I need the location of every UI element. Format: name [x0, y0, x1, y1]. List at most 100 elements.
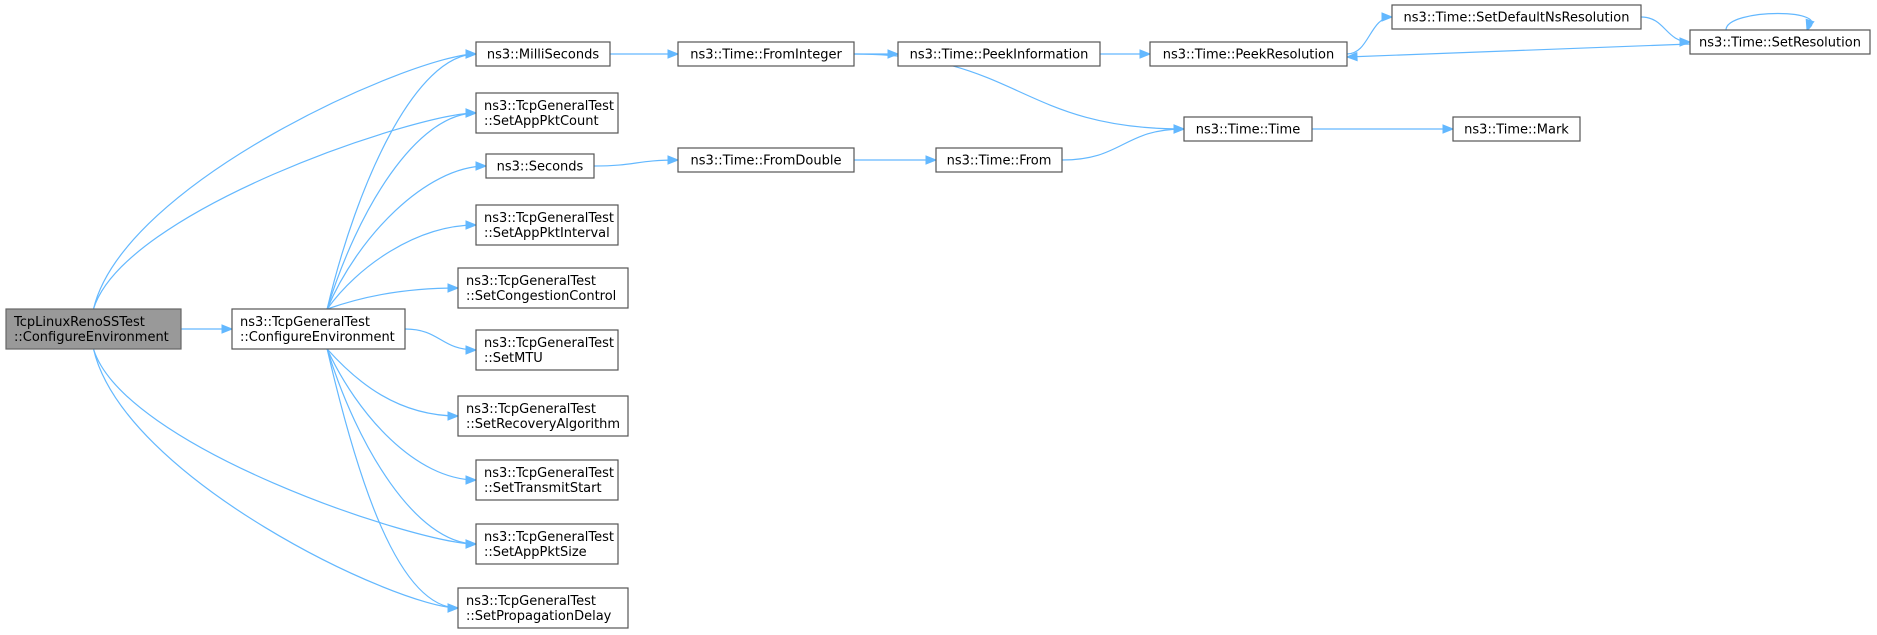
node-box[interactable] [475, 329, 619, 371]
arrowhead [465, 475, 478, 485]
arrowhead [1442, 124, 1455, 134]
node-label: ::SetPropagationDelay [466, 609, 612, 624]
arrowhead [925, 155, 938, 165]
node-mtu[interactable]: ns3::TcpGeneralTest::SetMTU [475, 329, 619, 371]
node-box[interactable] [475, 41, 611, 67]
node-label: ns3::Time::FromInteger [690, 48, 842, 63]
node-label: ::SetRecoveryAlgorithm [466, 417, 620, 432]
node-label: ns3::Time::From [947, 154, 1052, 169]
node-box[interactable] [5, 308, 182, 350]
node-milli[interactable]: ns3::MilliSeconds [475, 41, 611, 67]
edge-line [326, 53, 477, 310]
node-mark[interactable]: ns3::Time::Mark [1452, 116, 1581, 142]
node-label: ::SetAppPktCount [484, 114, 599, 129]
node-pktcount[interactable]: ns3::TcpGeneralTest::SetAppPktCount [475, 92, 619, 134]
node-box[interactable] [897, 41, 1101, 67]
edge-time-to-mark [1312, 124, 1455, 134]
node-label: ::SetAppPktSize [484, 545, 587, 560]
node-box[interactable] [935, 147, 1063, 173]
edge-line [92, 348, 459, 609]
arrowhead [447, 411, 460, 421]
edge-cfg-to-pktsize [326, 348, 478, 549]
node-box[interactable] [1689, 29, 1871, 55]
edge-line [1346, 43, 1691, 58]
node-label: ::ConfigureEnvironment [14, 330, 169, 345]
edge-cfg-to-txstart [326, 348, 478, 485]
node-box[interactable] [475, 204, 619, 246]
edges-layer [92, 12, 1815, 613]
node-peekres[interactable]: ns3::Time::PeekResolution [1149, 41, 1348, 67]
edge-line [1640, 16, 1691, 43]
edge-setres-to-setres [1725, 12, 1815, 32]
edge-line [1061, 128, 1185, 161]
node-box[interactable] [485, 153, 595, 179]
edge-cfg-to-seconds [326, 161, 488, 310]
node-box[interactable] [231, 308, 406, 350]
edge-peekinfo-to-peekres [1100, 49, 1152, 59]
node-label: ::SetMTU [484, 351, 543, 366]
node-box[interactable] [1183, 116, 1313, 142]
arrowhead [1805, 18, 1815, 32]
arrowhead [465, 108, 478, 118]
node-seconds[interactable]: ns3::Seconds [485, 153, 595, 179]
node-pktsize[interactable]: ns3::TcpGeneralTest::SetAppPktSize [475, 523, 619, 565]
edge-cfg-to-pktcount [326, 108, 478, 310]
edge-cfg-to-milli [326, 49, 478, 310]
node-fromint[interactable]: ns3::Time::FromInteger [677, 41, 855, 67]
node-peekinfo[interactable]: ns3::Time::PeekInformation [897, 41, 1101, 67]
node-cfg[interactable]: ns3::TcpGeneralTest::ConfigureEnvironmen… [231, 308, 406, 350]
node-label: ns3::TcpGeneralTest [466, 274, 596, 289]
edge-line [593, 159, 679, 167]
node-box[interactable] [1452, 116, 1581, 142]
node-label: ns3::Time::Mark [1464, 123, 1569, 138]
node-box[interactable] [677, 41, 855, 67]
arrowhead [465, 345, 478, 355]
node-from[interactable]: ns3::Time::From [935, 147, 1063, 173]
edge-cfg-to-mtu [404, 328, 478, 355]
edge-line [326, 348, 459, 417]
node-box[interactable] [475, 92, 619, 134]
node-label: ns3::TcpGeneralTest [484, 211, 614, 226]
edge-root-to-milli [92, 49, 478, 310]
edge-line [92, 348, 477, 545]
node-box[interactable] [475, 459, 619, 501]
node-label: ::SetTransmitStart [484, 481, 602, 496]
node-propdelay[interactable]: ns3::TcpGeneralTest::SetPropagationDelay [457, 587, 629, 629]
node-root[interactable]: TcpLinuxRenoSSTest::ConfigureEnvironment [5, 308, 182, 350]
node-box[interactable] [457, 267, 629, 309]
edge-root-to-cfg [181, 324, 234, 334]
node-box[interactable] [1391, 4, 1642, 30]
node-time[interactable]: ns3::Time::Time [1183, 116, 1313, 142]
edge-milli-to-fromint [610, 49, 680, 59]
edge-line [326, 348, 477, 481]
arrowhead [465, 539, 478, 549]
node-label: ns3::TcpGeneralTest [484, 466, 614, 481]
node-setdefault[interactable]: ns3::Time::SetDefaultNsResolution [1391, 4, 1642, 30]
arrowhead [465, 220, 478, 230]
node-box[interactable] [475, 523, 619, 565]
arrowhead [1345, 51, 1358, 62]
node-box[interactable] [457, 395, 629, 437]
node-label: ns3::MilliSeconds [487, 48, 600, 63]
node-label: ns3::Seconds [497, 160, 584, 175]
edge-cfg-to-pktint [326, 220, 478, 310]
node-txstart[interactable]: ns3::TcpGeneralTest::SetTransmitStart [475, 459, 619, 501]
arrowhead [447, 283, 460, 293]
arrowhead [887, 49, 900, 59]
edge-line [326, 287, 459, 310]
node-box[interactable] [1149, 41, 1348, 67]
edge-from-to-time [1061, 124, 1186, 161]
node-box[interactable] [457, 587, 629, 629]
node-setres[interactable]: ns3::Time::SetResolution [1689, 29, 1871, 55]
node-label: ns3::Time::Time [1196, 123, 1300, 138]
node-pktint[interactable]: ns3::TcpGeneralTest::SetAppPktInterval [475, 204, 619, 246]
arrowhead [447, 603, 460, 613]
node-box[interactable] [677, 147, 855, 173]
node-label: ns3::Time::SetDefaultNsResolution [1404, 11, 1630, 26]
node-congestion[interactable]: ns3::TcpGeneralTest::SetCongestionContro… [457, 267, 629, 309]
node-recovery[interactable]: ns3::TcpGeneralTest::SetRecoveryAlgorith… [457, 395, 629, 437]
node-label: ns3::TcpGeneralTest [466, 402, 596, 417]
node-label: ::ConfigureEnvironment [240, 330, 395, 345]
node-fromdouble[interactable]: ns3::Time::FromDouble [677, 147, 855, 173]
arrowhead [667, 49, 680, 59]
